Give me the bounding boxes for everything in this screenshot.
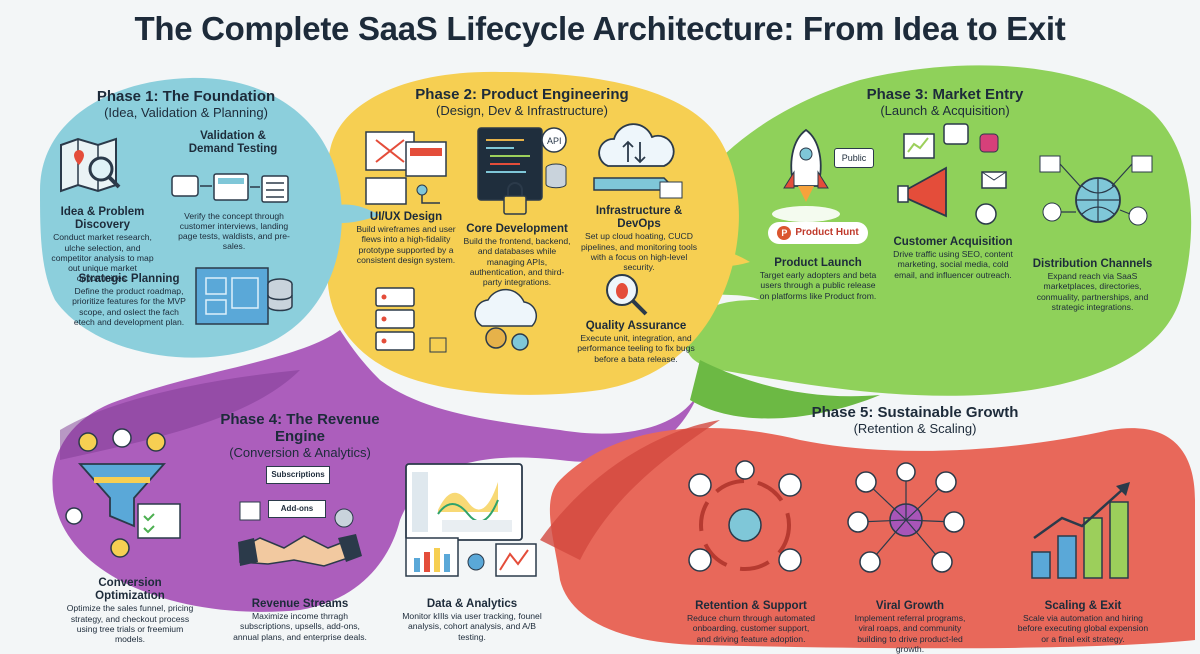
dashboard-icon (405, 463, 537, 577)
funnel-icon (65, 428, 181, 558)
phase3-item-2: Customer Acquisition Drive traffic using… (892, 236, 1014, 280)
network-icon (1039, 155, 1153, 226)
phase5-title: Phase 5: Sustainable Growth (811, 404, 1019, 421)
public-tag: Public (834, 148, 874, 168)
item-heading: Customer Acquisition (893, 236, 1013, 248)
flow-icon (171, 173, 289, 203)
item-heading: Strategic Planning (78, 273, 180, 285)
item-description: Set up cloud hoating, CUCD pipelines, an… (580, 231, 698, 272)
phase3-title: Phase 3: Market Entry (866, 86, 1024, 103)
item-heading: Distribution Channels (1032, 258, 1153, 270)
megaphone-icon (897, 123, 1007, 225)
phase2-item-2: Core Development Build the frontend, bac… (462, 223, 572, 287)
item-heading: Viral Growth (875, 600, 945, 612)
phase2-subtitle: (Design, Dev & Infrastructure) (436, 103, 608, 118)
item-heading: Revenue Streams (251, 598, 349, 610)
item-heading: Core Development (466, 223, 568, 235)
phase4-subtitle: (Conversion & Analytics) (229, 445, 371, 460)
rocket-icon (772, 128, 840, 222)
item-heading: Idea & Problem Discovery (60, 206, 145, 232)
item-heading: UI/UX Design (369, 211, 443, 223)
phase1-item-3: Strategic Planning Define the product ro… (70, 273, 188, 327)
item-description: Build wireframes and user flews into a h… (356, 224, 456, 265)
item-heading: Conversion Optimization (95, 577, 165, 603)
item-description: Expand reach via SaaS marketplaces, dire… (1036, 271, 1149, 312)
subscriptions-card: Subscriptions (266, 466, 330, 484)
phase3-item-1: Product Launch Target early adopters and… (758, 257, 878, 301)
blueprint-icon (195, 267, 293, 325)
item-heading: Validation & Demand Testing (188, 130, 278, 156)
item-description: Scale via automation and hiring before e… (1017, 613, 1149, 644)
item-description: Monitor kIIls via user tracking, founel … (402, 611, 542, 642)
svg-text:API: API (547, 136, 562, 146)
phase1-subtitle: (Idea, Validation & Planning) (104, 105, 268, 120)
diagram-title: The Complete SaaS Lifecycle Architecture… (134, 10, 1066, 47)
wireframe-icon (365, 131, 447, 205)
phase2-item-4: Quality Assurance Execute unit, integrat… (574, 320, 698, 364)
item-description: Target early adopters and beta users thr… (759, 270, 877, 301)
phase4-header: Phase 4: The Revenue Engine (Conversion … (200, 411, 400, 460)
phase5-header: Phase 5: Sustainable Growth (Retention &… (808, 404, 1022, 436)
phase4-item-1: Conversion Optimization Optimize the sal… (62, 577, 198, 644)
item-description: Maximize income thrragh subscriptions, u… (233, 611, 367, 642)
phase3-subtitle: (Launch & Acquisition) (880, 103, 1010, 118)
growth-chart-icon (1031, 482, 1130, 579)
phase3-item-3: Distribution Channels Expand reach via S… (1030, 258, 1155, 312)
phase1-item-1: Idea & Problem Discovery Conduct market … (45, 206, 160, 283)
item-heading: Scaling & Exit (1044, 600, 1122, 612)
bug-icon (606, 274, 648, 316)
item-description: Implement referral programs, viral roaps… (854, 613, 966, 654)
phase2-item-1: UI/UX Design Build wireframes and user f… (352, 211, 460, 265)
item-heading: Infrastructure & DevOps (595, 205, 683, 231)
item-description: Verify the concept through customer inte… (178, 211, 290, 252)
map-icon (60, 137, 121, 193)
phase1-header: Phase 1: The Foundation (Idea, Validatio… (86, 88, 286, 120)
item-description: Build the frontend, backend, and databas… (463, 236, 571, 287)
phase1-item-2: Verify the concept through customer inte… (178, 211, 290, 252)
product-hunt-badge: P Product Hunt (768, 222, 868, 244)
add-ons-card: Add-ons (268, 500, 326, 518)
item-description: Optimize the sales funnel, pricing strat… (66, 603, 194, 644)
item-heading: Retention & Support (695, 600, 807, 612)
item-description: Reduce churn through automated onboardin… (686, 613, 816, 644)
item-heading: Quality Assurance (585, 320, 687, 332)
phase5-item-3: Scaling & Exit Scale via automation and … (1016, 600, 1150, 644)
phase5-item-2: Viral Growth Implement referral programs… (848, 600, 972, 654)
item-description: Define the product roadmap, prioritize f… (72, 286, 186, 327)
item-heading: Data & Analytics (426, 598, 518, 610)
phase5-subtitle: (Retention & Scaling) (853, 421, 977, 436)
phase2-item-3: Infrastructure & DevOps Set up cloud hoa… (580, 205, 698, 272)
code-icon: API (477, 127, 567, 215)
cloud-icon (593, 123, 683, 199)
referral-network-icon (847, 462, 965, 573)
phase4-item-2: Revenue Streams Maximize income thrragh … (232, 598, 368, 642)
phase1-title: Phase 1: The Foundation (96, 88, 276, 105)
cycle-icon (688, 460, 802, 572)
phase2-header: Phase 2: Product Engineering (Design, De… (410, 86, 634, 118)
phase2-title: Phase 2: Product Engineering (415, 86, 629, 103)
item-description: Execute unit, integration, and performan… (577, 333, 695, 364)
item-description: Drive traffic using SEO, content marketi… (893, 249, 1013, 280)
product-hunt-label: Product Hunt (795, 227, 859, 238)
product-hunt-icon: P (777, 226, 792, 240)
servers-and-gears-icon (375, 287, 538, 353)
phase5-item-1: Retention & Support Reduce churn through… (686, 600, 816, 644)
phase4-title: Phase 4: The Revenue Engine (220, 411, 380, 445)
phase4-item-3: Data & Analytics Monitor kIIls via user … (400, 598, 544, 642)
handshake-icon (238, 501, 362, 567)
item-description: Conduct market research, ulche selection… (51, 232, 154, 283)
phase1-item-2-heading-box: Validation & Demand Testing (178, 130, 288, 156)
phase3-area (657, 65, 1192, 396)
phase3-header: Phase 3: Market Entry (Launch & Acquisit… (845, 86, 1045, 118)
item-heading: Product Launch (774, 257, 862, 269)
